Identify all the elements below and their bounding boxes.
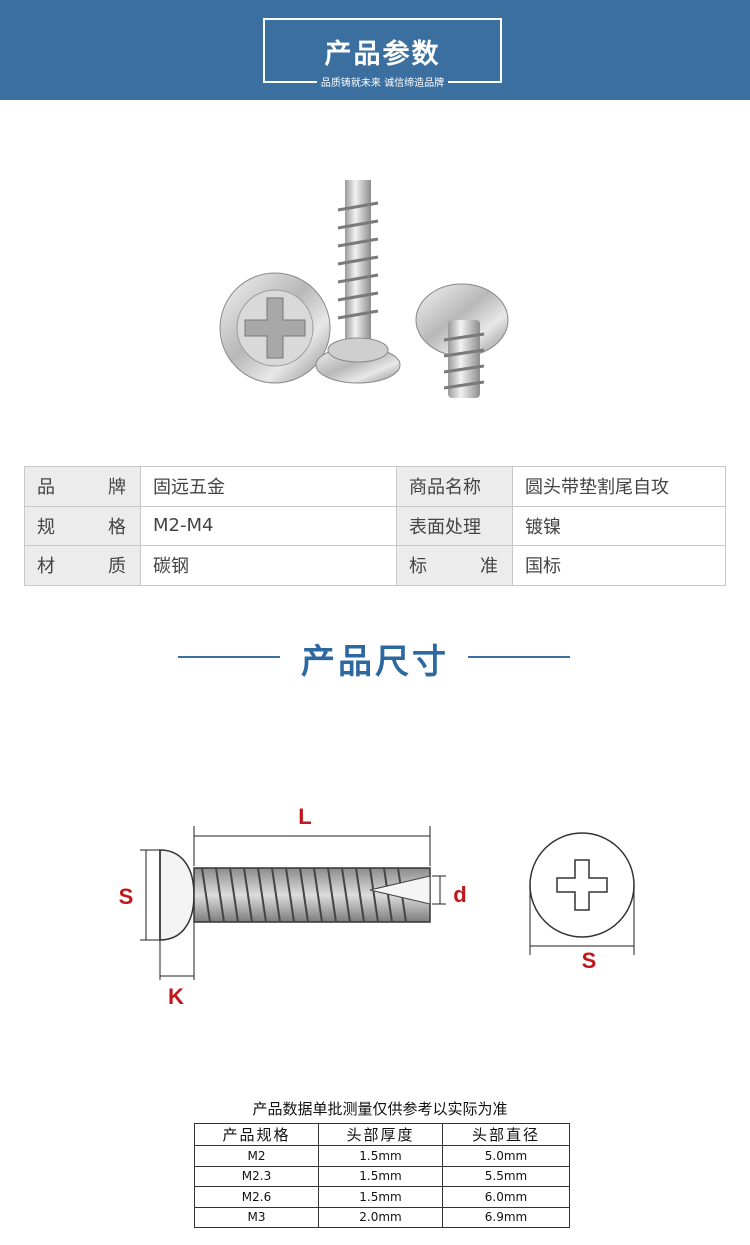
product-photo (219, 180, 509, 398)
cell-thickness: 1.5mm (318, 1145, 443, 1167)
dimension-diagram: L S d K S (119, 804, 635, 1009)
spec-label-standard: 标准 (396, 545, 513, 586)
spec-value-material: 碳钢 (140, 545, 397, 586)
spec-label-surface: 表面处理 (396, 505, 513, 547)
header-head-diameter: 头部直径 (442, 1123, 570, 1146)
spec-value-brand: 固远五金 (140, 466, 397, 507)
screw-right (415, 283, 509, 398)
spec-table: 品牌 固远五金 商品名称 圆头带垫割尾自攻 规格 M2-M4 表面处理 镀镍 材… (24, 466, 726, 586)
cell-diameter: 6.0mm (442, 1186, 570, 1208)
spec-value-standard: 国标 (512, 545, 726, 586)
section-divider-right (468, 656, 570, 658)
size-table: 产品规格 头部厚度 头部直径 M2 1.5mm 5.0mm M2.3 1.5mm… (194, 1123, 570, 1228)
spec-label-product-name: 商品名称 (396, 466, 513, 507)
label-head-thickness: K (168, 984, 184, 1009)
section-title: 产品尺寸 (301, 642, 449, 682)
spec-value-size: M2-M4 (140, 505, 397, 547)
cell-spec: M3 (194, 1206, 319, 1228)
spec-row: 材质 碳钢 标准 国标 (24, 545, 726, 586)
banner-frame: 产品参数 品质铸就未来 诚信缔造品牌 (263, 18, 502, 89)
header-banner: 产品参数 品质铸就未来 诚信缔造品牌 (0, 0, 750, 100)
spec-row: 品牌 固远五金 商品名称 圆头带垫割尾自攻 (24, 466, 726, 507)
cell-thickness: 2.0mm (318, 1206, 443, 1228)
cell-diameter: 5.5mm (442, 1165, 570, 1187)
spec-label-material: 材质 (24, 545, 141, 586)
size-table-caption: 产品数据单批测量仅供参考以实际为准 (252, 1100, 508, 1118)
dimension-lines (140, 826, 446, 980)
table-row: M2.6 1.5mm 6.0mm (194, 1186, 570, 1208)
label-thread-diameter: d (453, 882, 466, 907)
spec-row: 规格 M2-M4 表面处理 镀镍 (24, 505, 726, 547)
cell-spec: M2 (194, 1145, 319, 1167)
spec-label-brand: 品牌 (24, 466, 141, 507)
cell-diameter: 6.9mm (442, 1206, 570, 1228)
cell-thickness: 1.5mm (318, 1186, 443, 1208)
table-row: M3 2.0mm 6.9mm (194, 1206, 570, 1228)
label-head-diameter-side: S (119, 884, 134, 909)
header-spec: 产品规格 (194, 1123, 319, 1146)
label-length: L (298, 804, 311, 829)
table-row: M2 1.5mm 5.0mm (194, 1145, 570, 1167)
table-row: M2.3 1.5mm 5.5mm (194, 1165, 570, 1187)
cell-spec: M2.6 (194, 1186, 319, 1208)
cut-tail (369, 875, 431, 905)
spec-value-surface: 镀镍 (512, 505, 726, 547)
spec-value-product-name: 圆头带垫割尾自攻 (512, 466, 726, 507)
screw-middle (315, 180, 401, 384)
banner-subtitle: 品质铸就未来 诚信缔造品牌 (265, 74, 500, 89)
header-head-thickness: 头部厚度 (318, 1123, 443, 1146)
cell-thickness: 1.5mm (318, 1165, 443, 1187)
screw-left (219, 272, 331, 384)
section-divider-left (178, 656, 280, 658)
spec-label-size: 规格 (24, 505, 141, 547)
cell-diameter: 5.0mm (442, 1145, 570, 1167)
banner-title: 产品参数 (324, 39, 441, 70)
label-head-diameter-top: S (582, 948, 597, 973)
size-table-header: 产品规格 头部厚度 头部直径 (194, 1123, 570, 1146)
cell-spec: M2.3 (194, 1165, 319, 1187)
screw-top-view (529, 832, 635, 955)
